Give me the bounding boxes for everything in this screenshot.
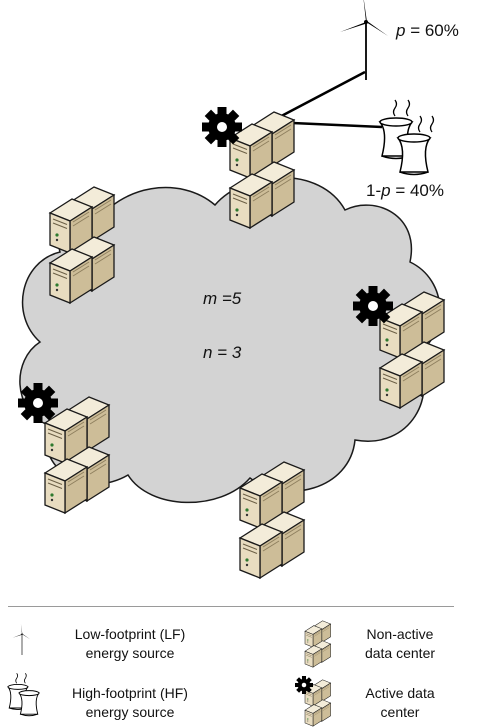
- active-gear-icon: [353, 286, 393, 326]
- legend-divider: [8, 606, 454, 607]
- legend-gear-icon: [295, 676, 313, 694]
- legend-non-active-dc-icon: [305, 621, 331, 667]
- wind-turbine-icon: [339, 0, 389, 81]
- n-label: n = 3: [203, 343, 242, 362]
- active-gear-icon: [202, 107, 242, 147]
- lf-link-line: [269, 70, 366, 124]
- cooling-tower-icon: [379, 99, 435, 176]
- m-label: m =5: [203, 289, 242, 308]
- lf-probability-label: p = 60%: [396, 21, 459, 40]
- legend-hf-label: High-footprint (HF)energy source: [72, 685, 188, 720]
- active-gear-icon: [18, 383, 58, 423]
- legend-cooling-tower-icon: [7, 672, 40, 717]
- network-cloud: [19, 176, 441, 504]
- legend-lf-label: Low-footprint (LF)energy source: [74, 626, 186, 661]
- hf-probability-label: 1-p = 40%: [366, 181, 444, 200]
- legend-turbine-icon: [12, 623, 31, 656]
